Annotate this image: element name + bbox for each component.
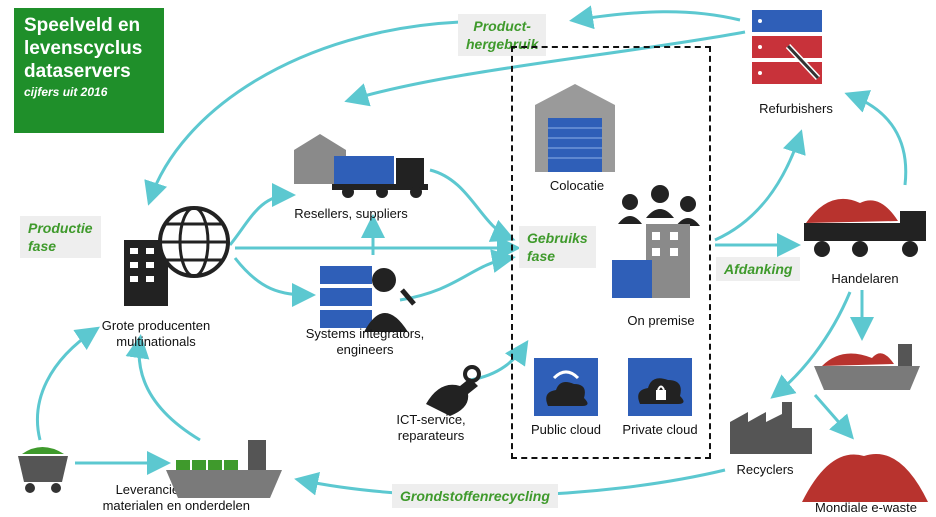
node-ict-service-line-2: reparateurs: [397, 428, 465, 443]
node-public-cloud: Public cloud: [530, 422, 602, 437]
colocatie-building-icon: [535, 84, 615, 172]
refurbisher-server-icon: [752, 10, 822, 84]
arrow-gebruik-to-refurb: [714, 129, 806, 242]
phase-gebruiks-line-2: fase: [527, 248, 556, 264]
title-line-3: dataservers: [24, 61, 131, 82]
ewaste-ship-icon: [814, 344, 920, 390]
node-leveranciers: Leveranciers materialen en onderdelen: [0, 482, 250, 514]
arrow-systems-to-gebruik: [399, 249, 516, 302]
title-line-1: Speelveld en: [24, 15, 141, 36]
node-recyclers: Recyclers: [736, 462, 794, 477]
phase-productie-line-1: Productie: [28, 220, 93, 236]
phase-productie: Productie fase: [20, 216, 101, 258]
recyclers-factory-icon: [730, 402, 812, 454]
arrow-hergebruik-to-producent: [144, 20, 461, 206]
on-premise-icon: [612, 185, 700, 298]
node-on-premise: On premise: [627, 313, 695, 328]
arrow-refurb-to-hergebruik: [569, 5, 741, 30]
private-cloud-icon: [628, 358, 692, 416]
phase-product-hergebruik: Product- hergebruik: [458, 14, 547, 56]
arrow-refurb-to-resellers: [344, 30, 746, 107]
producent-building-globe-icon: [124, 206, 230, 306]
phase-gebruiks-line-1: Gebruiks: [527, 230, 588, 246]
node-systems-integrators-line-2: engineers: [336, 342, 394, 357]
node-mondiale-ewaste: Mondiale e-waste: [815, 500, 917, 515]
arrow-ship-to-ewaste: [813, 394, 854, 440]
arrow-producent-to-resellers: [228, 183, 296, 246]
ict-wrench-icon: [426, 365, 481, 416]
phase-grondstoffenrecycling: Grondstoffenrecycling: [392, 484, 558, 508]
phase-afdanking: Afdanking: [716, 257, 801, 281]
arrow-handelaren-to-refurb: [844, 90, 908, 186]
node-systems-integrators: Systems integrators, engineers: [290, 326, 440, 358]
handelaren-truck-icon: [804, 198, 926, 257]
phase-product-hergebruik-line-1: Product-: [473, 18, 531, 34]
title-line-2: levenscyclus: [24, 38, 143, 59]
arrow-handelaren-to-recyclers: [770, 291, 852, 399]
phase-gebruiks: Gebruiks fase: [519, 226, 596, 268]
node-private-cloud: Private cloud: [622, 422, 698, 437]
title-subtitle: cijfers uit 2016: [24, 85, 108, 99]
arrow-ship-to-producent: [125, 334, 201, 442]
arrow-producent-to-systems: [233, 257, 316, 307]
node-colocatie: Colocatie: [549, 178, 605, 193]
node-grote-producenten: Grote producenten multinationals: [86, 318, 226, 350]
phase-product-hergebruik-line-2: hergebruik: [466, 36, 539, 52]
node-grote-producenten-line-1: Grote producenten: [101, 318, 211, 333]
node-leveranciers-line-1: Leveranciers: [115, 482, 190, 497]
phase-productie-line-2: fase: [28, 238, 57, 254]
node-refurbishers: Refurbishers: [759, 101, 833, 116]
node-leveranciers-line-2: materialen en onderdelen: [102, 498, 250, 513]
node-ict-service-line-1: ICT-service,: [396, 412, 466, 427]
systems-integrator-icon: [320, 266, 416, 332]
container-ship-icon: [166, 440, 282, 498]
title-box: Speelveld en levenscyclus dataservers ci…: [14, 8, 164, 133]
node-ict-service: ICT-service, reparateurs: [376, 412, 486, 444]
use-phase-box: [511, 46, 711, 459]
node-resellers: Resellers, suppliers: [294, 206, 408, 221]
node-grote-producenten-line-2: multinationals: [116, 334, 196, 349]
arrow-leveranciers-to-producent: [35, 326, 100, 441]
mine-cart-icon: [18, 447, 68, 493]
node-systems-integrators-line-1: Systems integrators,: [305, 326, 425, 341]
public-cloud-icon: [534, 358, 598, 416]
resellers-truck-icon: [294, 134, 428, 198]
ewaste-heap-icon: [802, 453, 928, 502]
node-handelaren: Handelaren: [831, 271, 899, 286]
arrow-resellers-to-gebruik: [429, 168, 516, 242]
